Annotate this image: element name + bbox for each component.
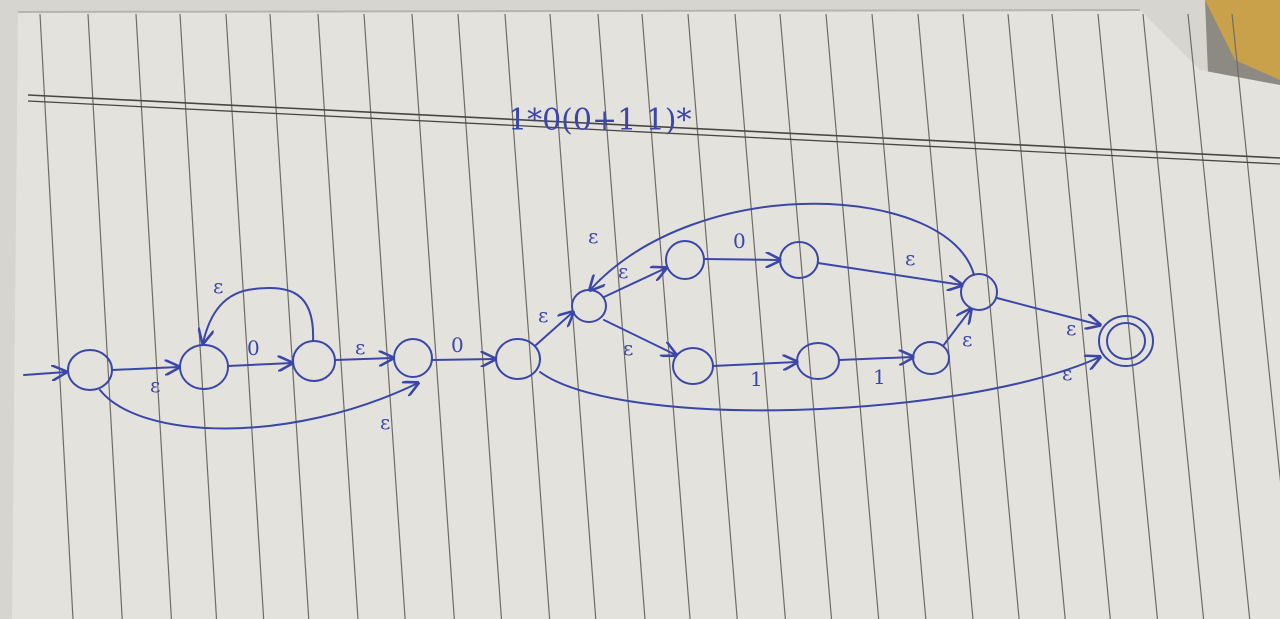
label-eps-q10-q11: ε (962, 327, 972, 351)
edge-q4-final (539, 357, 1100, 412)
regex-title: 1*0(0+1 1)* (508, 103, 692, 138)
ruled-line (225, 13, 265, 619)
edge-q3-q4 (431, 359, 495, 360)
label-1-q8-q9: 1 (750, 367, 763, 391)
corner-object (1205, 0, 1280, 80)
edge-q4-q5 (535, 312, 573, 346)
ruled-line (504, 13, 551, 619)
label-eps-q4-q5: ε (538, 303, 548, 327)
edge-q5-q6 (603, 268, 666, 298)
edge-q11-final (996, 297, 1100, 325)
ruled-line (135, 13, 172, 619)
edge-q2-q1-loop (203, 287, 315, 343)
label-eps-q4-final: ε (1062, 361, 1072, 385)
margin-line-1 (27, 94, 1280, 159)
label-eps-q0-q1: ε (150, 373, 160, 397)
margin-line-2 (27, 100, 1280, 165)
edge-q2-q3 (334, 358, 393, 360)
ruled-line (87, 13, 123, 619)
ruled-line (687, 13, 738, 619)
ruled-line (734, 13, 786, 619)
ruled-line (179, 13, 218, 619)
label-eps-loop: ε (213, 274, 223, 298)
edge-q6-q7 (703, 259, 780, 260)
edge-q0-q1 (111, 367, 179, 370)
edge-q1-q2 (227, 363, 292, 366)
start-arrow (23, 372, 66, 375)
ruled-line (962, 13, 1020, 619)
label-eps-q11-final: ε (1066, 316, 1076, 340)
ruled-line (597, 13, 646, 619)
edge-q8-q9 (712, 362, 797, 366)
ruled-line (917, 13, 974, 619)
state-q11 (960, 273, 998, 311)
ruled-line (1231, 13, 1280, 483)
transitions (23, 202, 1100, 430)
edge-q0-q3 (99, 383, 418, 430)
edge-q7-q11 (817, 262, 962, 285)
paper-top-edge (17, 9, 1141, 13)
state-final-inner (1106, 322, 1146, 360)
label-eps-q0-q3: ε (380, 410, 390, 434)
edge-q10-q11 (942, 309, 971, 347)
ruled-line (457, 13, 503, 619)
edge-q9-q10 (838, 357, 913, 360)
label-eps-q5-q6: ε (618, 259, 628, 283)
ruled-line (1187, 13, 1251, 619)
ruled-line (779, 13, 833, 619)
ruled-line (269, 13, 310, 619)
state-final-outer (1098, 315, 1154, 367)
ruled-line (1142, 13, 1205, 619)
label-0-q3-q4: 0 (451, 333, 464, 357)
label-eps-q5-q8: ε (623, 336, 633, 360)
edge-q5-q8 (603, 319, 676, 355)
label-1-q9-q10: 1 (873, 365, 886, 389)
ruled-line (871, 13, 927, 619)
edge-q11-q5-loop (590, 202, 975, 290)
ruled-line (39, 13, 74, 619)
ruled-line (1007, 13, 1066, 619)
label-eps-q7-q11: ε (905, 246, 915, 270)
ruled-line (641, 13, 691, 619)
label-0-q6-q7: 0 (733, 229, 746, 253)
ruled-line (317, 13, 359, 619)
ruled-line (1051, 13, 1111, 619)
label-0-q1-q2: 0 (247, 336, 260, 360)
label-eps-loop2: ε (588, 224, 598, 248)
transition-labels: ε ε 0 ε 0 ε ε ε ε 0 ε ε 1 1 ε ε ε (150, 224, 1076, 434)
paper-page (12, 10, 1280, 619)
label-eps-q2-q3: ε (355, 335, 365, 359)
ruled-line (825, 13, 880, 619)
ruled-line (363, 13, 406, 619)
